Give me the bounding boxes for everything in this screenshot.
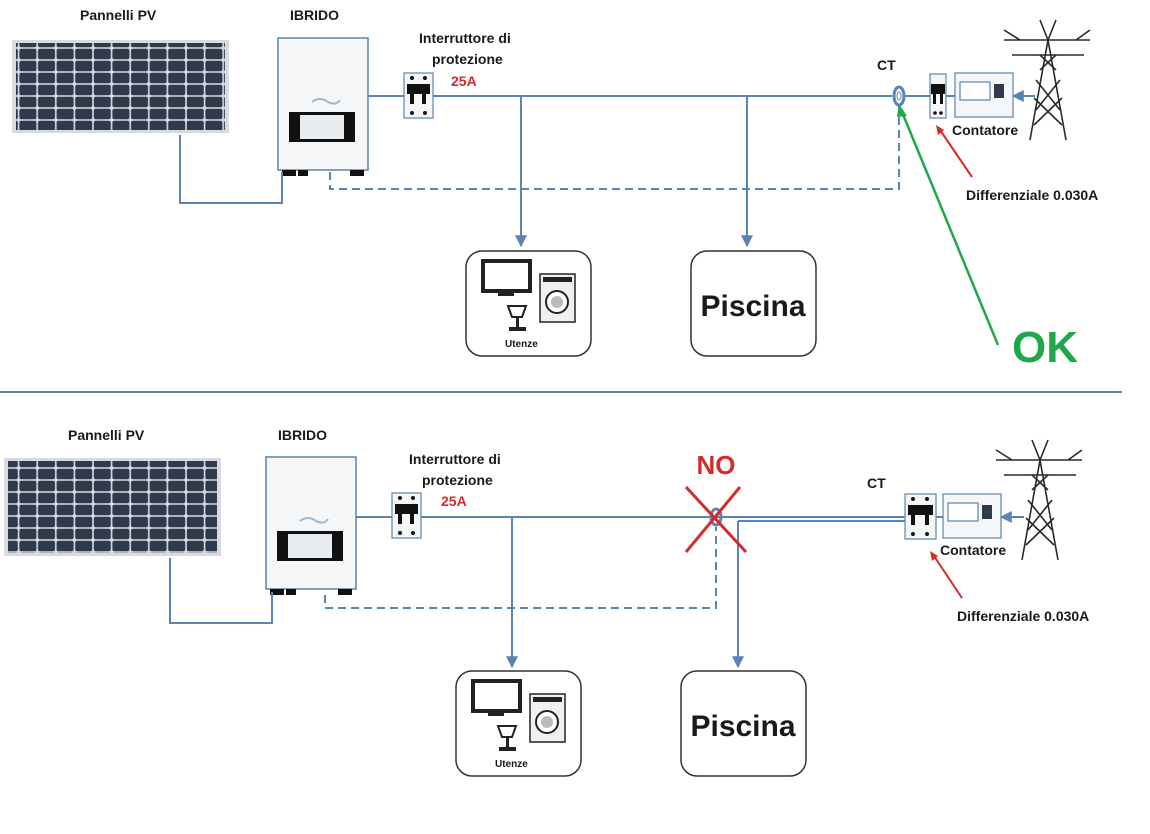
diagram-bottom: Pannelli PV IBRIDO Interruttore [4,427,1089,777]
washing-machine-icon [539,273,576,323]
power-pylon-icon [1003,19,1091,141]
pv-wire [179,135,283,204]
breaker-label-1: Interruttore di [409,451,501,467]
pool-box: Piscina [680,670,807,777]
pool-label: Piscina [700,290,805,323]
ct-signal-wire [329,106,900,190]
pool-box: Piscina [690,250,817,357]
rcd-label: Differenziale 0.030A [957,608,1089,624]
hybrid-inverter-icon [277,37,369,176]
breaker-icon [391,492,422,539]
pool-label: Piscina [690,710,795,743]
ct-label: CT [867,475,886,491]
ok-verdict: OK [1012,323,1078,372]
breaker-label-2: protezione [422,472,493,488]
ct-clamp-icon [892,85,906,107]
loads-label: Utenze [495,759,528,770]
breaker-label-1: Interruttore di [419,30,511,46]
ct-clamp-icon [709,507,723,527]
rcd-label: Differenziale 0.030A [966,187,1098,203]
rcd-breaker-icon [929,73,947,119]
meter-label: Contatore [952,122,1018,138]
ok-pointer-arrow [900,111,1000,346]
rcd-breaker-icon [904,493,937,540]
pv-wire [169,558,273,624]
wrong-position-cross-icon [684,485,748,554]
pv-label: Pannelli PV [80,7,157,23]
pv-panel-icon [4,458,221,556]
tv-icon [471,679,522,716]
tv-icon [481,259,532,296]
loads-label: Utenze [505,339,538,350]
diagram-top: Pannelli PV IBRIDO Interrut [12,7,1098,372]
pv-panel-icon [12,40,229,133]
breaker-rating: 25A [451,73,477,89]
meter-icon [954,72,1014,118]
lamp-icon [496,725,518,751]
inverter-label: IBRIDO [290,7,339,23]
pv-label: Pannelli PV [68,427,145,443]
meter-label: Contatore [940,542,1006,558]
meter-icon [942,493,1002,539]
ct-signal-wire [324,527,717,609]
loads-box: Utenze [455,670,582,777]
breaker-rating: 25A [441,493,467,509]
ct-label: CT [877,57,896,73]
power-pylon-icon [995,439,1083,561]
rcd-pointer-arrow [933,555,963,599]
loads-box: Utenze [465,250,592,357]
washing-machine-icon [529,693,566,743]
no-verdict: NO [697,450,736,480]
hybrid-inverter-icon [265,456,357,595]
lamp-icon [506,305,528,331]
rcd-pointer-arrow [939,129,973,178]
breaker-label-2: protezione [432,51,503,67]
breaker-icon [403,72,434,119]
inverter-label: IBRIDO [278,427,327,443]
